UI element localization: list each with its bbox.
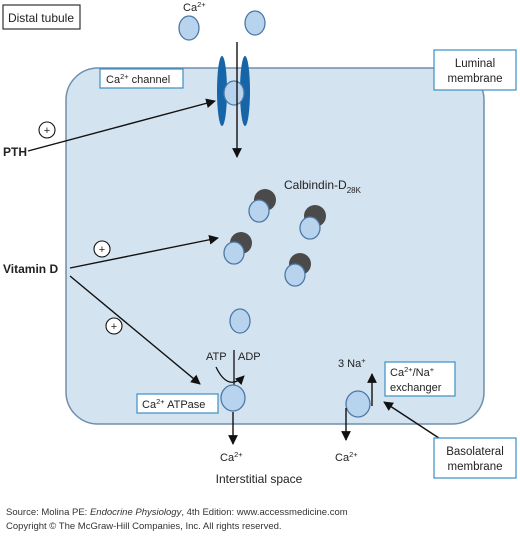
basolateral-pointer (383, 401, 449, 445)
interstitial-space-label: Interstitial space (216, 472, 303, 486)
source-line: Source: Molina PE: Endocrine Physiology,… (6, 507, 348, 518)
basolateral-membrane-box (433, 437, 517, 479)
pth-stimulation-sign (38, 121, 56, 139)
ca-ion (244, 10, 266, 36)
exchanger-box (384, 361, 456, 397)
basolateral-label-line1: Basolateral (446, 446, 504, 458)
atp-label: ATP (206, 351, 227, 363)
ca-channel-label: Ca2+ channel (106, 72, 170, 86)
basolateral-label-line2: membrane (448, 461, 503, 473)
plus-sign: + (44, 125, 50, 137)
distal-tubule-box (2, 4, 81, 30)
ca-bottom-left-label: Ca2+ (220, 450, 243, 464)
channel-protein-left (217, 56, 227, 126)
ca-ion (229, 308, 251, 334)
luminal-membrane-box (433, 49, 517, 91)
ca-ion (299, 216, 321, 240)
ca-na-exchanger (345, 390, 371, 418)
three-na-label: 3 Na+ (338, 356, 366, 370)
channel-protein-right (240, 56, 250, 126)
ca-atpase-pump (220, 384, 246, 412)
exchanger-label-line1: Ca2+/Na+ (390, 365, 435, 379)
ca-atpase-box (136, 393, 219, 414)
ca-ion (223, 80, 245, 106)
plus-sign: + (99, 244, 105, 256)
luminal-label-line1: Luminal (455, 58, 495, 70)
ca-ion (248, 199, 270, 223)
pth-arrow (27, 98, 216, 152)
luminal-label-line2: membrane (448, 73, 503, 85)
vitamin-d-stimulation-sign (93, 240, 111, 258)
ca-ion (223, 241, 245, 265)
calbindin-label: Calbindin-D28K (284, 178, 362, 195)
vitamin-d-stimulation-sign (105, 317, 123, 335)
plus-sign: + (111, 321, 117, 333)
vitamin-d-arrow-atpase (69, 275, 201, 385)
ca-top-label: Ca2+ (183, 0, 206, 14)
tubule-cell (65, 67, 485, 425)
distal-tubule-label: Distal tubule (8, 11, 74, 25)
pth-label: PTH (3, 145, 27, 159)
vitamin-d-arrow-calbindin (69, 234, 219, 269)
exchanger-label-line2: exchanger (390, 382, 442, 394)
ca-channel-box (99, 68, 184, 89)
copyright-line: Copyright © The McGraw-Hill Companies, I… (6, 521, 282, 532)
ca-atpase-label: Ca2+ ATPase (142, 397, 205, 411)
atp-hydrolysis-arrow (215, 366, 245, 386)
ca-ion (178, 15, 200, 41)
adp-label: ADP (238, 351, 261, 363)
vitamin-d-label: Vitamin D (3, 262, 58, 276)
ca-bottom-right-label: Ca2+ (335, 450, 358, 464)
ca-ion (284, 263, 306, 287)
